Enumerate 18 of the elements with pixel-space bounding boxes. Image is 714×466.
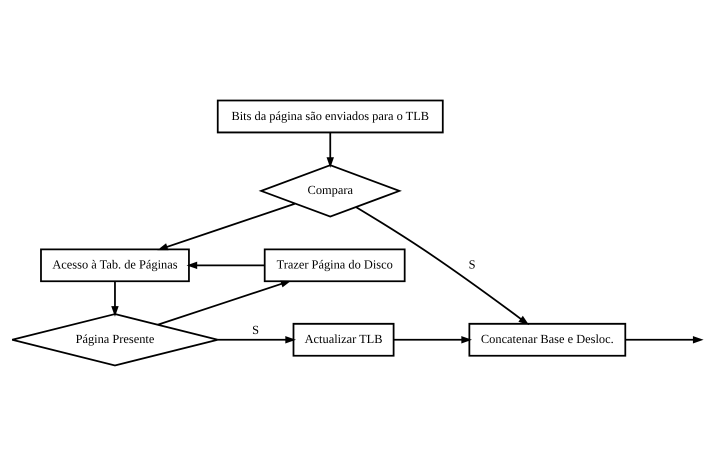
arrow (186, 262, 264, 270)
arrow (326, 132, 334, 168)
arrow (111, 282, 119, 317)
node-diamond: Página Presente (11, 313, 219, 366)
arrow (157, 202, 296, 250)
arrow (218, 336, 296, 344)
arrow (625, 336, 704, 344)
node-box: Bits da página são enviados para o TLB (216, 100, 444, 134)
arrow (394, 336, 472, 344)
edge-label: S (468, 258, 476, 272)
node-box: Acesso à Tab. de Páginas (40, 248, 190, 282)
edge-label: S (252, 322, 260, 337)
arrow (157, 280, 292, 326)
node-box: Actualizar TLB (292, 322, 394, 357)
node-box: Trazer Página do Disco (264, 248, 406, 282)
node-box: Concatenar Base e Desloc. (468, 322, 626, 357)
node-diamond: Compara (258, 164, 402, 218)
arrow (356, 206, 530, 326)
